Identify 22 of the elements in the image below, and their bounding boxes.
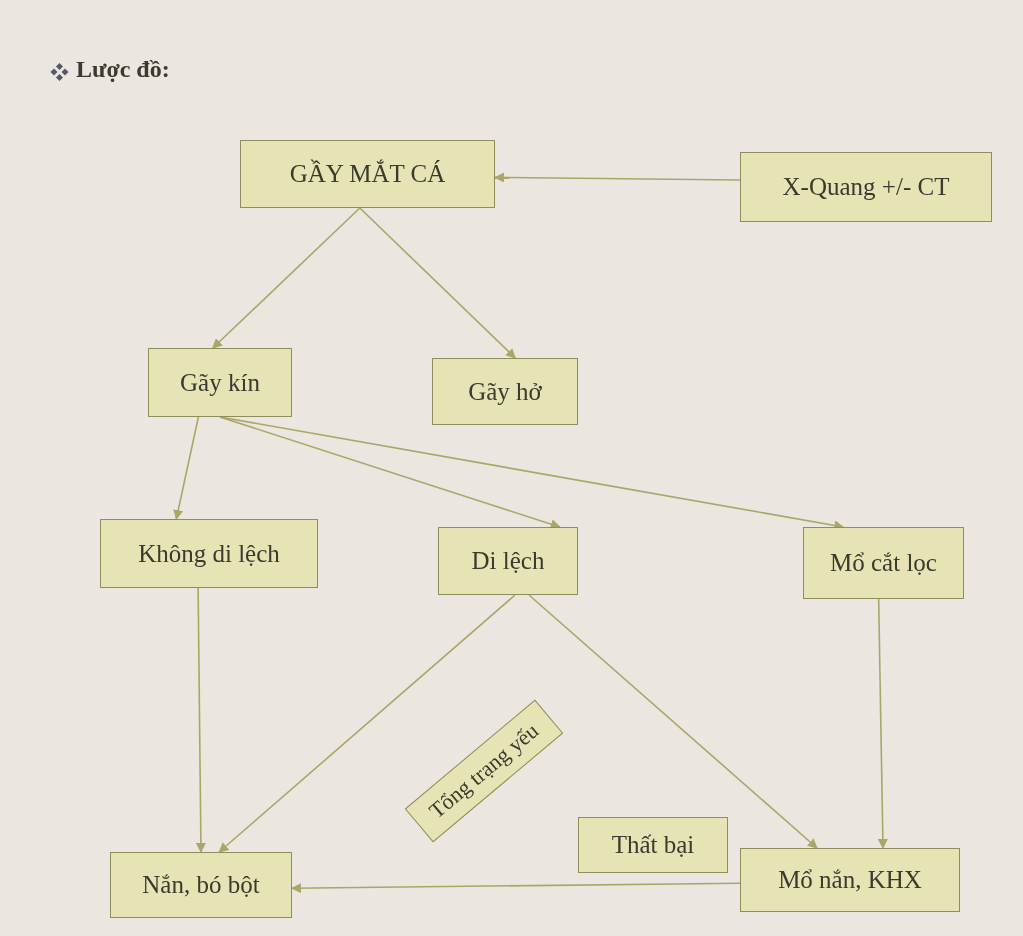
arrow [528,594,818,849]
process-box: Di lệch [438,527,578,595]
arrow [212,207,361,349]
arrow [219,416,561,529]
arrow [195,587,206,853]
arrow [173,416,200,520]
process-box: Mổ cắt lọc [803,527,964,599]
process-box: Mổ nắn, KHX [740,848,960,912]
process-box: GẦY MẮT CÁ [240,140,495,208]
process-box: Gãy kín [148,348,292,417]
process-box: Gãy hở [432,358,578,425]
note-box: Thất bại [578,817,728,873]
arrow [494,172,741,183]
note-box: Tổng trạng yếu [404,699,564,843]
process-box: Không di lệch [100,519,318,588]
arrow [218,594,516,853]
arrow [877,598,888,849]
arrow [291,882,741,894]
arrow [359,207,516,359]
section-heading: Lược đồ: [76,56,170,83]
process-box: X-Quang +/- CT [740,152,992,222]
process-box: Nắn, bó bột [110,852,292,918]
